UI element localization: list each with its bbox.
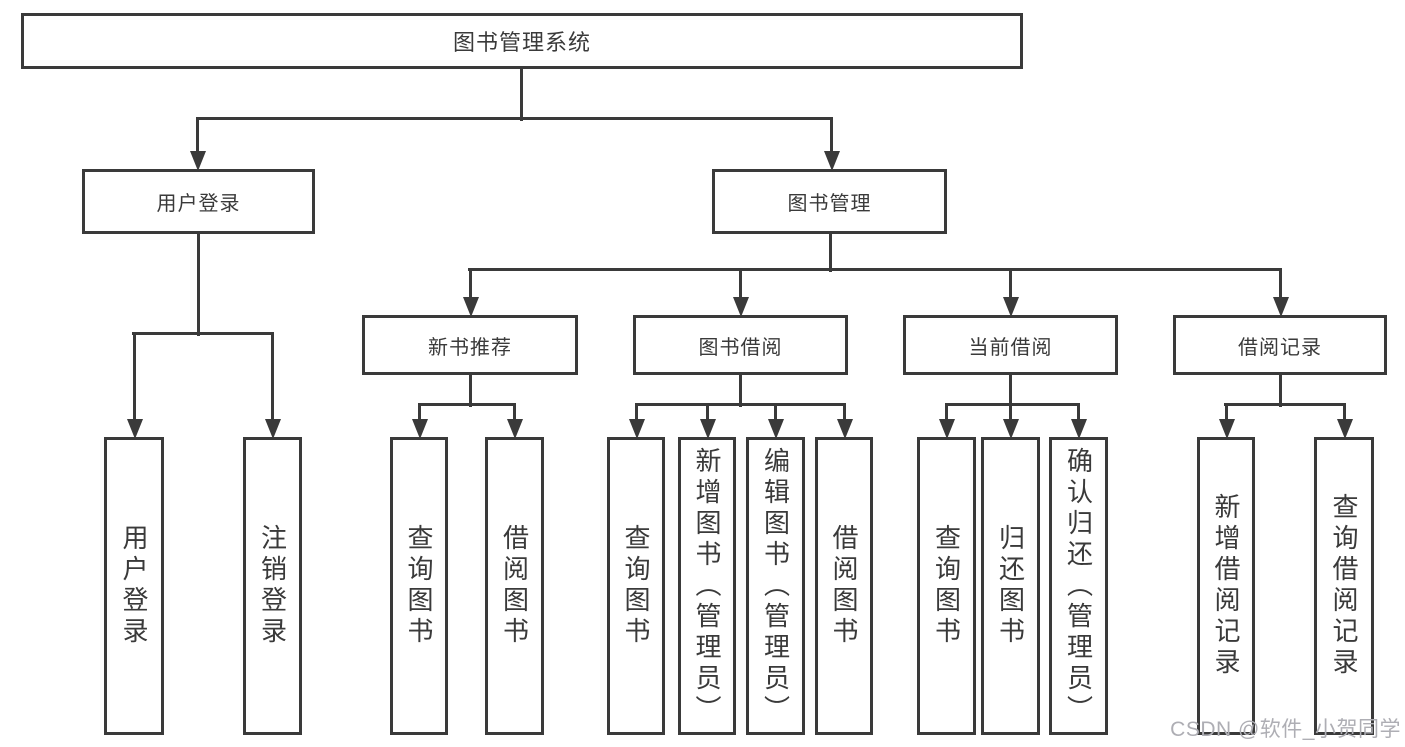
arrowhead-down-icon (700, 419, 716, 439)
arrowhead-down-icon (1219, 419, 1235, 439)
node-label: 图书管理系统 (452, 30, 591, 55)
node-label: 编辑图书（管理员） (760, 446, 791, 726)
connector-line (520, 69, 523, 121)
node-leaf-edit-books-admin: 编辑图书（管理员） (746, 437, 805, 735)
node-leaf-borrow-books-1: 借阅图书 (485, 437, 544, 735)
node-leaf-add-borrow-record: 新增借阅记录 (1197, 437, 1255, 735)
node-label: 查询借阅记录 (1329, 493, 1359, 679)
connector-line (468, 268, 1282, 271)
connector-line (196, 118, 199, 158)
connector-line (1009, 404, 1012, 426)
arrowhead-down-icon (939, 419, 955, 439)
connector-line (1009, 373, 1012, 407)
node-label: 图书管理 (787, 193, 872, 215)
node-borrowing-records: 借阅记录 (1173, 315, 1387, 375)
node-label: 确认归还（管理员） (1063, 446, 1094, 726)
connector-line (132, 332, 274, 335)
node-label: 用户登录 (156, 193, 241, 215)
node-label: 借阅记录 (1238, 336, 1322, 359)
node-label: 图书借阅 (698, 336, 783, 359)
connector-line (418, 404, 421, 426)
node-leaf-borrow-books-2: 借阅图书 (815, 437, 873, 735)
node-label: 借阅图书 (499, 524, 530, 648)
arrowhead-down-icon (1003, 297, 1019, 317)
connector-line (635, 404, 638, 426)
arrowhead-down-icon (190, 151, 206, 171)
connector-line (1279, 373, 1282, 407)
connector-line (739, 373, 742, 407)
node-new-book-recommend: 新书推荐 (362, 315, 578, 375)
node-user-login: 用户登录 (82, 169, 315, 234)
connector-line (829, 232, 832, 272)
connector-line (843, 404, 846, 426)
arrowhead-down-icon (837, 419, 853, 439)
node-leaf-search-books-2: 查询图书 (607, 437, 665, 735)
node-label: 用户登录 (119, 524, 149, 648)
node-leaf-search-borrow-record: 查询借阅记录 (1314, 437, 1374, 735)
node-book-borrowing: 图书借阅 (633, 315, 848, 375)
node-leaf-search-books-1: 查询图书 (390, 437, 448, 735)
node-label: 当前借阅 (968, 336, 1053, 359)
node-leaf-add-books-admin: 新增图书（管理员） (678, 437, 736, 735)
arrowhead-down-icon (463, 297, 479, 317)
arrowhead-down-icon (1273, 297, 1289, 317)
connector-line (418, 403, 516, 406)
node-label: 新增图书（管理员） (692, 446, 722, 726)
connector-line (945, 404, 948, 426)
connector-line (197, 232, 200, 336)
connector-line (271, 333, 274, 426)
arrowhead-down-icon (768, 419, 784, 439)
arrowhead-down-icon (412, 419, 428, 439)
arrowhead-down-icon (265, 419, 281, 439)
node-label: 查询图书 (931, 524, 962, 648)
connector-line (469, 269, 472, 304)
connector-line (1009, 269, 1012, 304)
node-leaf-search-books-3: 查询图书 (917, 437, 976, 735)
connector-line (133, 333, 136, 426)
node-label: 新书推荐 (428, 336, 512, 359)
node-label: 归还图书 (995, 524, 1026, 648)
arrowhead-down-icon (629, 419, 645, 439)
arrowhead-down-icon (127, 419, 143, 439)
node-leaf-return-books: 归还图书 (981, 437, 1040, 735)
connector-line (469, 373, 472, 407)
node-label: 查询图书 (404, 524, 434, 648)
node-label: 新增借阅记录 (1211, 493, 1241, 679)
connector-line (1225, 404, 1228, 426)
connector-line (739, 269, 742, 304)
connector-line (635, 403, 846, 406)
node-leaf-user-login: 用户登录 (104, 437, 164, 735)
watermark-credit: CSDN @软件_小贺同学 (1170, 718, 1401, 741)
arrowhead-down-icon (1003, 419, 1019, 439)
node-label: 注销登录 (257, 524, 288, 648)
arrowhead-down-icon (1337, 419, 1353, 439)
node-root: 图书管理系统 (21, 13, 1023, 69)
node-leaf-confirm-return-admin: 确认归还（管理员） (1049, 437, 1108, 735)
node-label: 借阅图书 (829, 524, 859, 648)
connector-line (513, 404, 516, 426)
connector-line (706, 404, 709, 426)
node-book-management: 图书管理 (712, 169, 947, 234)
arrowhead-down-icon (1071, 419, 1087, 439)
node-leaf-logout: 注销登录 (243, 437, 302, 735)
arrowhead-down-icon (507, 419, 523, 439)
node-label: 查询图书 (621, 524, 651, 648)
connector-line (945, 403, 1080, 406)
connector-line (774, 404, 777, 426)
node-current-borrowing: 当前借阅 (903, 315, 1118, 375)
connector-line (1279, 269, 1282, 304)
connector-line (1224, 403, 1346, 406)
connector-line (830, 118, 833, 158)
arrowhead-down-icon (733, 297, 749, 317)
arrowhead-down-icon (824, 151, 840, 171)
connector-line (196, 117, 833, 120)
connector-line (1343, 404, 1346, 426)
connector-line (1077, 404, 1080, 426)
